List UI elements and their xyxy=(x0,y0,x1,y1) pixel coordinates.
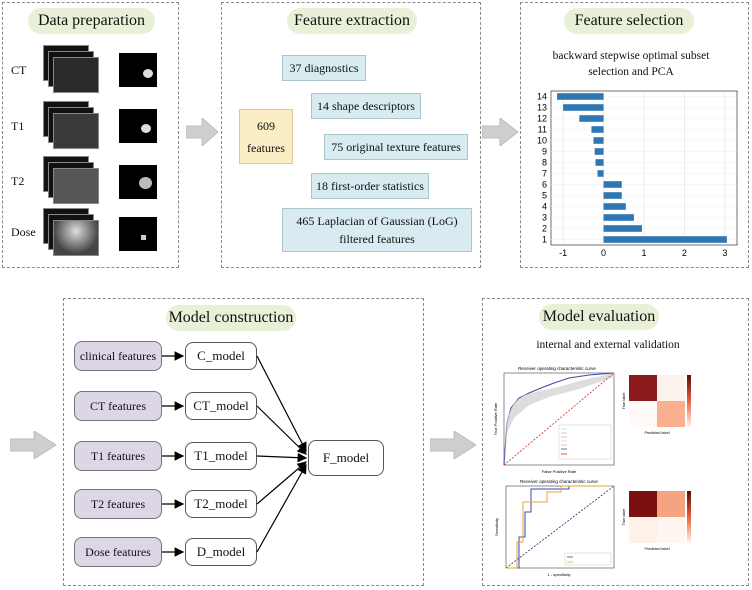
roc-internal-xlabel: False Positive Rate xyxy=(542,469,577,474)
total-features-label: 609 features xyxy=(247,118,285,155)
model-d: D_model xyxy=(185,538,257,566)
model-evaluation-subtitle: internal and external validation xyxy=(536,339,680,351)
model-f: F_model xyxy=(308,440,384,476)
feature-group-log: 465 Laplacian of Gaussian (LoG) filtered… xyxy=(282,208,472,252)
chart-y-tick-label: 8 xyxy=(542,158,547,168)
feature-group-diagnostics: 37 diagnostics xyxy=(282,55,366,81)
flow-arrow-1 xyxy=(186,118,218,146)
chart-bar xyxy=(603,192,622,199)
feature-selection-title: Feature selection xyxy=(564,8,694,34)
chart-y-tick-label: 11 xyxy=(538,125,547,135)
feature-group-shape: 14 shape descriptors xyxy=(311,93,421,119)
t2-mask-image xyxy=(119,165,157,199)
model-construction-title: Model construction xyxy=(166,305,296,331)
chart-y-tick-label: 12 xyxy=(537,114,547,124)
chart-bar xyxy=(603,225,642,232)
feature-extraction-panel: Feature extraction 609 features 37 diagn… xyxy=(221,2,481,268)
dose-mask-image xyxy=(119,217,157,251)
data-preparation-title: Data preparation xyxy=(28,8,155,34)
chart-x-tick-label: 1 xyxy=(641,248,646,258)
confusion-matrix-internal: Predicted label True label xyxy=(622,375,691,435)
feature-selection-subtitle: backward stepwise optimal subset selecti… xyxy=(552,50,710,78)
modality-label-dose: Dose xyxy=(11,225,36,239)
roc-internal-ylabel: True Positive Rate xyxy=(493,402,498,436)
model-connectors xyxy=(162,351,308,557)
cm-internal-xlabel: Predicted label xyxy=(644,431,669,435)
chart-bar xyxy=(591,126,604,133)
chart-bar xyxy=(594,148,604,155)
chart-y-tick-label: 4 xyxy=(542,202,547,212)
model-t2: T2_model xyxy=(185,490,257,518)
chart-bar xyxy=(579,115,604,122)
model-evaluation-panel: Model evaluation internal and external v… xyxy=(482,298,749,586)
chart-y-tick-label: 3 xyxy=(542,213,547,223)
roc-external-title: Receiver operating characteristic curve xyxy=(520,479,598,484)
chart-y-tick-label: 2 xyxy=(542,224,547,234)
t1-mask-image xyxy=(119,109,157,143)
feature-extraction-title: Feature extraction xyxy=(287,8,417,34)
input-dose-features: Dose features xyxy=(74,537,162,567)
modality-label-ct: CT xyxy=(11,63,27,77)
cm-external-ylabel: True label xyxy=(622,508,626,525)
chart-bar xyxy=(595,159,604,166)
roc-internal-title: Receiver operating characteristic curve xyxy=(518,366,596,371)
chart-bar xyxy=(603,181,622,188)
cm-external-xlabel: Predicted label xyxy=(644,547,669,551)
chart-y-tick-label: 14 xyxy=(537,92,547,102)
chart-y-tick-label: 6 xyxy=(542,180,547,190)
chart-bar xyxy=(593,137,604,144)
feature-group-first-order: 18 first-order statistics xyxy=(311,173,429,199)
chart-bar xyxy=(603,214,634,221)
chart-bar xyxy=(603,236,727,243)
roc-curve-external: Receiver operating characteristic curve … xyxy=(494,479,615,577)
cm-internal-ylabel: True label xyxy=(622,392,626,409)
modality-label-t1: T1 xyxy=(11,119,25,133)
chart-bar xyxy=(603,203,626,210)
feature-group-texture: 75 original texture features xyxy=(324,134,468,160)
chart-bar xyxy=(563,104,604,111)
chart-bar xyxy=(557,93,604,100)
input-ct-features: CT features xyxy=(74,391,162,421)
model-ct: CT_model xyxy=(185,392,257,420)
chart-x-tick-label: -1 xyxy=(559,248,567,258)
chart-y-tick-label: 13 xyxy=(537,103,547,113)
total-features-box: 609 features xyxy=(239,109,293,164)
chart-y-tick-label: 7 xyxy=(542,169,547,179)
model-evaluation-title: Model evaluation xyxy=(539,304,659,330)
chart-y-tick-label: 1 xyxy=(542,235,547,245)
chart-y-tick-label: 5 xyxy=(542,191,547,201)
flow-arrow-3 xyxy=(10,431,56,459)
confusion-matrix-external: Predicted label True label xyxy=(622,491,691,551)
roc-curve-internal: Receiver operating characteristic curve … xyxy=(493,366,615,474)
input-clinical-features: clinical features xyxy=(74,341,162,371)
data-preparation-panel: Data preparation CT T1 T2 Dose xyxy=(2,2,179,268)
input-t1-features: T1 features xyxy=(74,441,162,471)
modality-label-t2: T2 xyxy=(11,174,25,188)
roc-external-ylabel: Sensitivity xyxy=(494,518,499,536)
chart-bar xyxy=(597,170,604,177)
model-t1: T1_model xyxy=(185,442,257,470)
chart-x-tick-label: 0 xyxy=(601,248,606,258)
model-construction-panel: Model construction clinical features CT … xyxy=(63,298,424,586)
ct-mask-image xyxy=(119,53,157,87)
roc-external-xlabel: 1 - specificity xyxy=(547,572,570,577)
feature-selection-panel: Feature selection backward stepwise opti… xyxy=(520,2,749,268)
chart-x-tick-label: 3 xyxy=(722,248,727,258)
chart-y-tick-label: 10 xyxy=(537,136,547,146)
flow-arrow-2 xyxy=(482,118,518,146)
flow-arrow-4 xyxy=(430,431,476,459)
chart-x-tick-label: 2 xyxy=(682,248,687,258)
input-t2-features: T2 features xyxy=(74,489,162,519)
chart-y-tick-label: 9 xyxy=(542,147,547,157)
model-c: C_model xyxy=(185,342,257,370)
